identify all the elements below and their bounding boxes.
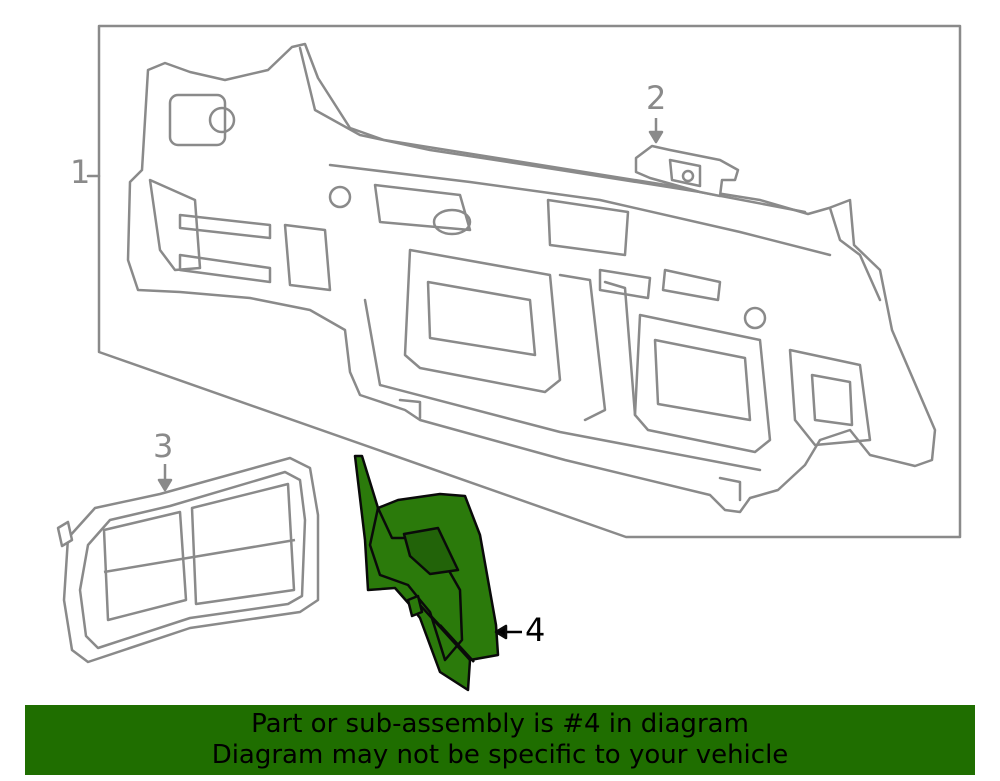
panel-ridge-inner bbox=[328, 163, 832, 257]
part-4-clip bbox=[406, 594, 424, 618]
part-3-cell-b bbox=[190, 482, 296, 606]
center-divider-2 bbox=[603, 280, 637, 417]
part-1-rear-panel[interactable] bbox=[86, 24, 962, 539]
right-recess bbox=[810, 373, 854, 427]
part-4-highlighted[interactable] bbox=[353, 454, 522, 692]
info-banner-bg bbox=[25, 705, 975, 775]
banner-line-2: Diagram may not be specific to your vehi… bbox=[211, 740, 789, 770]
info-banner: Part or sub-assembly is #4 in diagram Di… bbox=[25, 705, 975, 775]
callout-label-2: 2 bbox=[646, 79, 667, 117]
lower-tab-b bbox=[718, 476, 742, 502]
left-slot-a bbox=[178, 213, 272, 240]
center-bracket-c bbox=[598, 268, 652, 300]
center-bolt bbox=[743, 306, 767, 330]
panel-outline bbox=[126, 42, 937, 514]
part-1-frame bbox=[97, 24, 962, 539]
callout-label-4: 4 bbox=[525, 611, 546, 649]
center-pocket-right-inner bbox=[653, 338, 752, 422]
callout-label-3: 3 bbox=[153, 427, 174, 465]
lower-lip bbox=[363, 298, 762, 472]
part-3-stub bbox=[56, 520, 74, 548]
center-pocket-left bbox=[403, 248, 562, 394]
left-pocket bbox=[148, 178, 202, 272]
left-latch bbox=[168, 93, 227, 147]
part-3-housing[interactable] bbox=[56, 456, 320, 664]
part-3-divider bbox=[103, 538, 296, 574]
part-4-pocket bbox=[402, 526, 460, 576]
callout-2-arrowhead bbox=[648, 130, 664, 144]
center-divider bbox=[558, 273, 607, 422]
center-bracket-b bbox=[546, 198, 630, 257]
lower-tab-a bbox=[398, 398, 422, 420]
part-4-ribs bbox=[419, 604, 475, 663]
right-pocket bbox=[788, 348, 872, 447]
center-pocket-left-inner bbox=[426, 280, 537, 357]
left-latch-hole bbox=[208, 106, 236, 134]
left-bolt bbox=[328, 185, 352, 209]
banner-line-1: Part or sub-assembly is #4 in diagram bbox=[251, 709, 749, 739]
callout-4-arrowhead bbox=[494, 624, 508, 640]
left-recess bbox=[283, 223, 332, 292]
center-hole-a bbox=[432, 208, 472, 236]
callout-label-1: 1 bbox=[70, 153, 91, 191]
center-bracket-d bbox=[661, 268, 722, 302]
part-2-bracket[interactable] bbox=[634, 118, 740, 198]
center-bracket-a bbox=[373, 183, 472, 232]
left-slot-b bbox=[178, 253, 272, 284]
part-2-hole bbox=[681, 169, 695, 183]
callout-3-arrowhead bbox=[157, 478, 173, 492]
right-flange bbox=[828, 206, 882, 302]
